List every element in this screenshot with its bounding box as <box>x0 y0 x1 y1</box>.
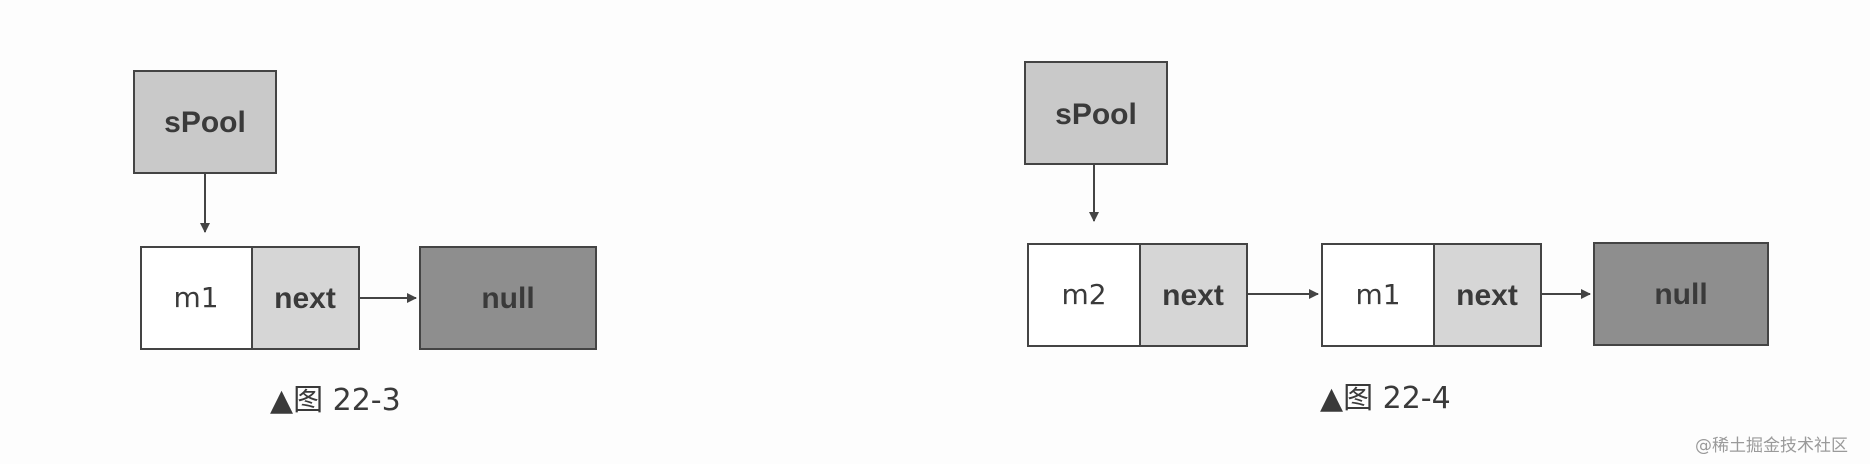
figure-b-node-1-value-box <box>1027 243 1141 347</box>
figure-a-node-1-next-box <box>251 246 360 350</box>
figure-b-null-box <box>1593 242 1769 346</box>
figure-b-spool-box <box>1024 61 1168 165</box>
figure-a-null-label: null <box>481 282 534 315</box>
figure-b-node-2-next-box <box>1433 243 1542 347</box>
figure-a: sPool m1 next null ▲图 22-3 <box>133 70 597 418</box>
figure-a-spool-box <box>133 70 277 174</box>
figure-a-node-1-value: m1 <box>173 281 218 314</box>
figure-b-caption: ▲图 22-4 <box>1320 381 1451 416</box>
figure-b-node-2-value: m1 <box>1355 278 1400 311</box>
figure-b-null-label: null <box>1654 278 1707 311</box>
figure-b-node-1-next: next <box>1162 279 1224 312</box>
figure-a-spool-label: sPool <box>164 106 246 139</box>
figure-a-node-1-next: next <box>274 282 336 315</box>
figure-a-caption: ▲图 22-3 <box>270 383 401 418</box>
figure-b-node-2-next: next <box>1456 279 1518 312</box>
figure-b-spool-label: sPool <box>1055 98 1137 131</box>
figure-b-node-1-value: m2 <box>1061 278 1106 311</box>
figure-b: sPool m2 next m1 next null ▲图 22-4 <box>1024 61 1769 416</box>
watermark-text: @稀土掘金技术社区 <box>1695 436 1848 456</box>
figure-a-node-1-value-box <box>140 246 253 350</box>
figure-a-null-box <box>419 246 597 350</box>
